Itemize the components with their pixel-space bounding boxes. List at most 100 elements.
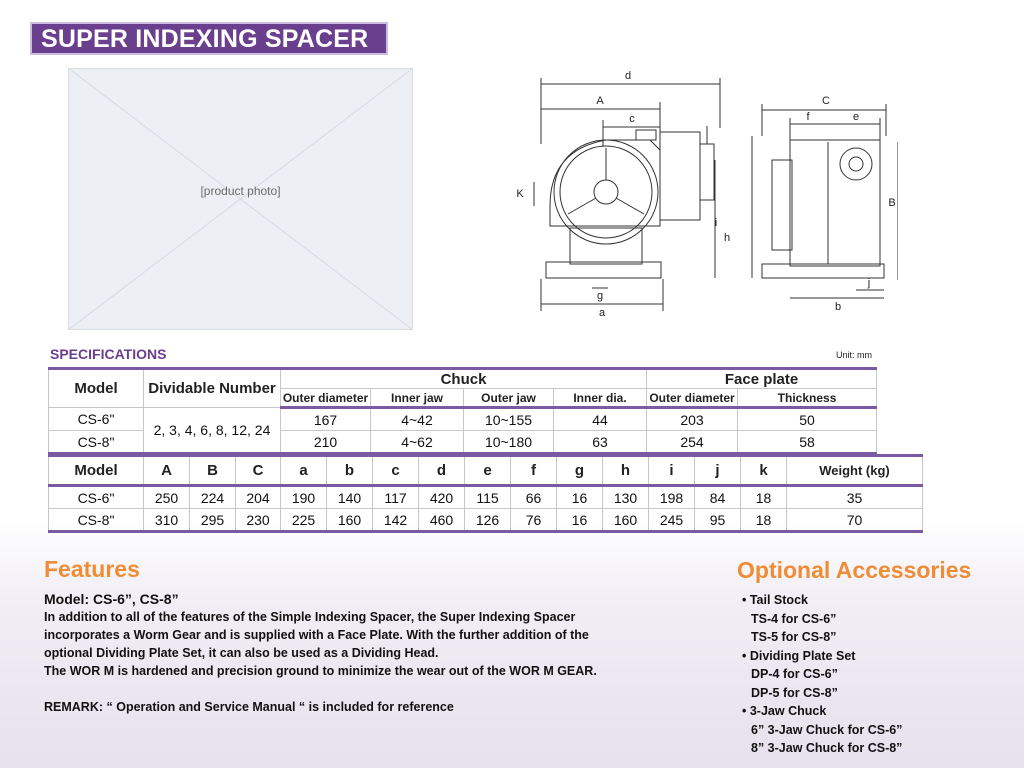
- header-dim: f: [510, 455, 557, 487]
- header-dim: A: [143, 455, 190, 487]
- dim-label-K: K: [516, 188, 524, 200]
- dim-label-C: C: [822, 95, 830, 107]
- header-model: Model: [48, 455, 144, 487]
- features-remark: REMARK: “ Operation and Service Manual “…: [44, 700, 454, 714]
- cell-outer-diameter: 210: [280, 430, 371, 454]
- dim-label-d: d: [625, 70, 631, 82]
- cell-value: 160: [326, 508, 373, 532]
- cell-value: 95: [694, 508, 741, 532]
- features-line: optional Dividing Plate Set, it can also…: [44, 646, 439, 660]
- page-title: SUPER INDEXING SPACER: [30, 22, 388, 55]
- dim-label-B: B: [888, 197, 895, 209]
- cell-outer-diameter: 167: [280, 407, 371, 431]
- cell-dividable-number: 2, 3, 4, 6, 8, 12, 24: [143, 407, 281, 454]
- features-line: incorporates a Worm Gear and is supplied…: [44, 628, 589, 642]
- header-dim: B: [189, 455, 236, 487]
- accessories-list: • Tail Stock TS-4 for CS-6” TS-5 for CS-…: [742, 591, 1002, 758]
- header-dim: C: [235, 455, 281, 487]
- cell-value: 190: [280, 485, 327, 509]
- dim-label-h: h: [724, 232, 730, 244]
- cell-fp-outer-diameter: 254: [646, 430, 739, 454]
- cell-value: 84: [694, 485, 741, 509]
- header-dividable-number: Dividable Number: [143, 368, 281, 408]
- dim-label-e: e: [853, 111, 859, 123]
- cell-value: 66: [510, 485, 557, 509]
- accessory-item: DP-4 for CS-6”: [751, 667, 838, 681]
- cell-value: 16: [556, 485, 603, 509]
- cell-value: 460: [418, 508, 465, 532]
- cell-value: 420: [418, 485, 465, 509]
- cell-value: 204: [235, 485, 281, 509]
- dim-label-j: j: [867, 277, 870, 289]
- header-chuck: Chuck: [279, 368, 648, 389]
- cell-value: 224: [189, 485, 236, 509]
- cell-model: CS-8": [48, 508, 144, 532]
- cell-value: 140: [326, 485, 373, 509]
- spec-table-chuck-faceplate: Model Dividable Number Chuck Face plate …: [48, 367, 878, 455]
- cell-value: 70: [786, 508, 923, 532]
- header-dim: g: [556, 455, 603, 487]
- cell-model: CS-6": [48, 485, 144, 509]
- cell-model: CS-6": [48, 407, 144, 431]
- dim-label-a: a: [599, 307, 606, 319]
- header-dim: j: [694, 455, 741, 487]
- dim-label-c: c: [629, 113, 635, 125]
- cell-value: 160: [602, 508, 649, 532]
- cell-value: 245: [648, 508, 695, 532]
- accessories-heading: Optional Accessories: [737, 557, 972, 583]
- cell-value: 76: [510, 508, 557, 532]
- header-dim: k: [740, 455, 787, 487]
- accessory-group-title: • Tail Stock: [742, 593, 808, 607]
- cell-value: 130: [602, 485, 649, 509]
- photo-placeholder-label: [product photo]: [200, 184, 281, 198]
- accessory-group-title: • Dividing Plate Set: [742, 648, 856, 663]
- header-dim: a: [280, 455, 327, 487]
- cell-inner-jaw: 4~62: [370, 430, 464, 454]
- dim-label-g: g: [597, 290, 603, 302]
- header-faceplate-outer-diameter: Outer diameter: [646, 388, 739, 409]
- features-line: In addition to all of the features of th…: [44, 610, 576, 624]
- cell-value: 295: [189, 508, 236, 532]
- accessory-item: DP-5 for CS-8”: [751, 685, 838, 700]
- header-dim: e: [464, 455, 511, 487]
- cell-value: 310: [143, 508, 190, 532]
- features-heading: Features: [44, 556, 140, 582]
- cell-value: 16: [556, 508, 603, 532]
- side-view-drawing: C f e B j b: [738, 90, 898, 316]
- header-dim: b: [326, 455, 373, 487]
- header-dim: h: [602, 455, 649, 487]
- dim-label-f: f: [806, 111, 810, 123]
- header-inner-jaw: Inner jaw: [370, 388, 464, 409]
- header-dim: d: [418, 455, 465, 487]
- unit-note: Unit: mm: [836, 350, 872, 360]
- table-row: CS-6" 2, 3, 4, 6, 8, 12, 24 167 4~42 10~…: [48, 407, 878, 454]
- accessory-item: TS-5 for CS-8”: [751, 630, 837, 644]
- cell-fp-outer-diameter: 203: [646, 407, 739, 431]
- cell-outer-jaw: 10~180: [463, 430, 554, 454]
- accessory-item: 6” 3-Jaw Chuck for CS-6”: [751, 722, 903, 737]
- cell-value: 117: [372, 485, 419, 509]
- cell-value: 35: [786, 485, 923, 509]
- dim-label-b: b: [835, 301, 841, 313]
- dim-label-A: A: [596, 95, 604, 107]
- header-model: Model: [48, 368, 144, 408]
- header-face-plate: Face plate: [646, 368, 878, 389]
- features-text: Model: CS-6”, CS-8” In addition to all o…: [44, 590, 724, 716]
- header-thickness: Thickness: [737, 388, 878, 409]
- cell-value: 18: [740, 508, 787, 532]
- accessory-item: TS-4 for CS-6”: [751, 611, 837, 626]
- cell-inner-dia: 44: [552, 407, 648, 431]
- cell-outer-jaw: 10~155: [463, 407, 554, 431]
- cell-thickness: 50: [737, 407, 878, 431]
- header-dim: i: [648, 455, 695, 487]
- accessory-group-title: • 3-Jaw Chuck: [742, 704, 827, 718]
- features-model: Model: CS-6”, CS-8”: [44, 591, 179, 607]
- cell-inner-jaw: 4~42: [370, 407, 464, 431]
- cell-value: 230: [235, 508, 281, 532]
- cell-inner-dia: 63: [552, 430, 648, 454]
- front-view-drawing: d A c K i h g a: [510, 66, 730, 322]
- cell-model: CS-8": [48, 430, 144, 454]
- cell-value: 198: [648, 485, 695, 509]
